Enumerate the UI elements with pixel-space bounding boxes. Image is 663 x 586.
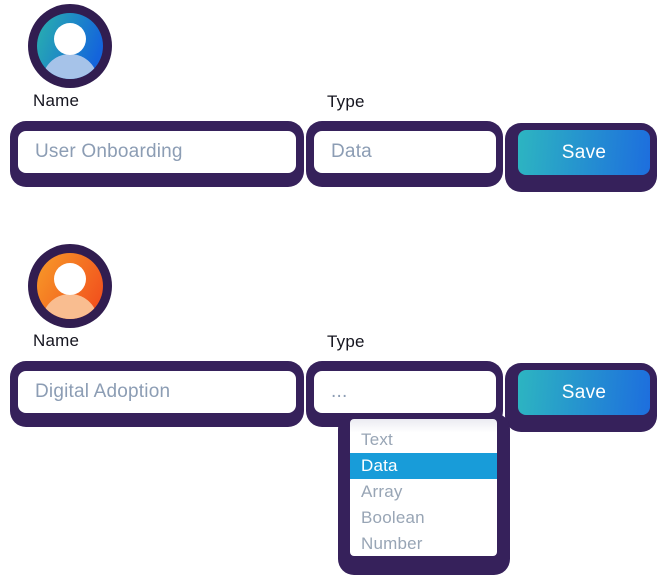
avatar-head-icon [54,263,86,295]
type-input[interactable]: Data [314,131,496,173]
name-input[interactable]: User Onboarding [18,131,296,173]
dropdown-option-text[interactable]: Text [361,430,393,449]
avatar-head-icon [54,23,86,55]
dropdown-option-boolean[interactable]: Boolean [361,508,425,527]
type-label: Type [327,332,365,351]
dropdown-option-array[interactable]: Array [361,482,403,501]
save-button[interactable]: Save [518,130,650,175]
dropdown-option-number[interactable]: Number [361,534,423,553]
avatar-shoulders-icon [42,294,98,319]
user-avatar-orange [28,244,112,328]
avatar-background [37,13,103,79]
name-label: Name [33,91,80,110]
type-dropdown-menu: Text Data Array Boolean Number [350,419,497,556]
save-button[interactable]: Save [518,370,650,415]
avatar-background [37,253,103,319]
avatar-shoulders-icon [42,54,98,79]
user-avatar-blue [28,4,112,88]
dropdown-option-data[interactable]: Data [350,453,497,479]
name-input[interactable]: Digital Adoption [18,371,296,413]
type-label: Type [327,92,365,111]
name-label: Name [33,331,80,350]
type-input-open[interactable]: ... [314,371,496,413]
